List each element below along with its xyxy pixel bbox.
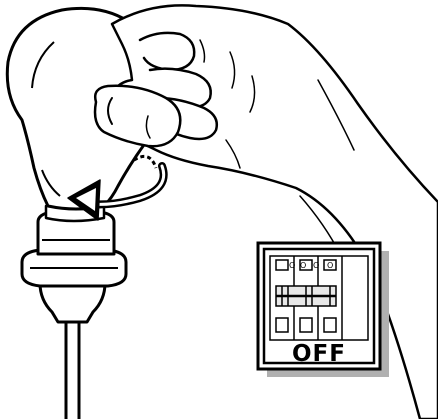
- switch-mark-1: O: [289, 261, 295, 270]
- switch-mark-3: O: [313, 261, 319, 270]
- circuit-breaker-panel: O O O O OFF: [258, 243, 389, 377]
- off-label: OFF: [292, 341, 346, 367]
- lamp-socket: [22, 203, 126, 322]
- switch-mark-4: O: [327, 261, 333, 270]
- switch-mark-2: O: [300, 261, 306, 270]
- power-cable: [66, 320, 79, 419]
